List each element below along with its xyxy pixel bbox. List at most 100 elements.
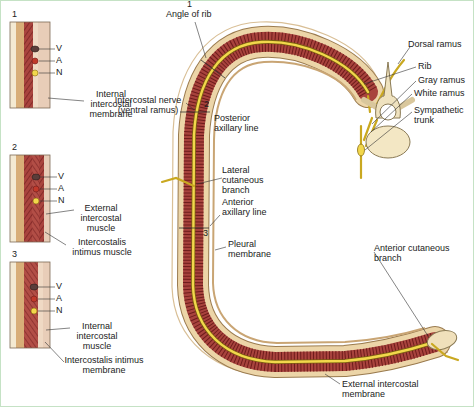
inset-section bbox=[31, 308, 37, 314]
part-label: Rib bbox=[418, 62, 448, 72]
leader-line bbox=[38, 287, 55, 288]
leader-line bbox=[40, 177, 57, 178]
inset-section bbox=[43, 262, 50, 348]
leader-line bbox=[398, 47, 410, 64]
part-label: Posterior axillary line bbox=[214, 114, 274, 134]
leader-line bbox=[365, 112, 412, 150]
part-label: External intercostal muscle bbox=[74, 204, 128, 234]
part-label: Dorsal ramus bbox=[408, 40, 474, 50]
inset-section bbox=[24, 22, 33, 108]
inset-section bbox=[38, 22, 50, 108]
part-label: Anterior cutaneous branch bbox=[374, 244, 466, 264]
nerve-branch bbox=[162, 60, 458, 360]
inset-section bbox=[32, 58, 38, 64]
callout-number: 3 bbox=[203, 229, 215, 239]
callout-number: 3 bbox=[12, 250, 24, 260]
part-label: Angle of rib bbox=[166, 10, 236, 20]
leader-line bbox=[38, 311, 55, 312]
leader-line bbox=[39, 61, 55, 62]
leader-line bbox=[364, 67, 416, 84]
leader-line bbox=[186, 103, 194, 110]
callout-number: 2 bbox=[12, 143, 24, 153]
part-label: Sympathetic trunk bbox=[414, 106, 472, 126]
leader-line bbox=[48, 98, 84, 101]
inset-section bbox=[10, 22, 50, 108]
vessel-letter: N bbox=[56, 306, 66, 316]
leader-line bbox=[371, 94, 412, 132]
part-label: Lateral cutaneous branch bbox=[222, 166, 272, 196]
leader-line bbox=[38, 299, 55, 300]
part-label: Intercostalis intimus muscle bbox=[66, 238, 138, 258]
leader-line bbox=[46, 328, 70, 330]
inset-section bbox=[39, 155, 44, 242]
leader-line bbox=[38, 22, 428, 384]
leader-line bbox=[215, 247, 226, 250]
inset-section bbox=[32, 70, 38, 76]
chest-wall bbox=[193, 42, 435, 362]
callout-number: 2 bbox=[204, 100, 216, 110]
leader-line bbox=[195, 22, 206, 58]
skin-outline bbox=[172, 22, 448, 376]
chest-wall bbox=[193, 42, 435, 362]
leader-line bbox=[45, 232, 66, 245]
vessel-letter: N bbox=[58, 196, 68, 206]
leader-line bbox=[39, 49, 55, 50]
inset-section bbox=[32, 174, 40, 180]
leader-line bbox=[325, 374, 340, 384]
callout-tick bbox=[201, 60, 225, 78]
inset-section bbox=[32, 155, 39, 242]
part-label: Intercostalis intimus membrane bbox=[62, 356, 146, 376]
leader-line bbox=[40, 189, 57, 190]
chest-wall bbox=[193, 42, 435, 362]
chest-wall bbox=[193, 42, 435, 362]
vessel-letter: V bbox=[56, 44, 66, 54]
part-label: Pleural membrane bbox=[228, 240, 282, 260]
vessel-letter: V bbox=[58, 172, 68, 182]
inset-section bbox=[31, 46, 39, 52]
vessel-letter: N bbox=[56, 68, 66, 78]
inset-section bbox=[30, 284, 38, 290]
callout-tick bbox=[180, 112, 210, 113]
inset-section bbox=[44, 155, 50, 242]
inset-section bbox=[33, 186, 39, 192]
part-label: Internal intercostal muscle bbox=[70, 322, 124, 352]
pleura-line bbox=[213, 62, 425, 343]
inset-section bbox=[24, 155, 32, 242]
inset-section bbox=[33, 198, 39, 204]
inset-section bbox=[10, 155, 16, 242]
leader-line bbox=[210, 215, 220, 226]
leader-line bbox=[39, 73, 55, 74]
nerve-branch bbox=[162, 178, 194, 186]
inset-section bbox=[10, 155, 50, 242]
chest-wall bbox=[193, 42, 435, 362]
leader-line bbox=[372, 81, 416, 124]
vessel-letter: A bbox=[56, 294, 66, 304]
part-label: White ramus bbox=[414, 89, 474, 99]
chest-wall bbox=[193, 42, 435, 362]
callout-number: 1 bbox=[187, 0, 199, 10]
inset-section bbox=[31, 296, 37, 302]
nerve-branch bbox=[432, 344, 458, 360]
part-label: Anterior axillary line bbox=[222, 198, 280, 218]
inset-section bbox=[10, 262, 16, 348]
inset-section bbox=[16, 262, 24, 348]
part-label: External intercostal membrane bbox=[342, 380, 434, 400]
inset-section bbox=[16, 155, 24, 242]
chest-wall bbox=[193, 42, 435, 362]
inset-section bbox=[10, 262, 50, 348]
callout-tick bbox=[179, 60, 225, 228]
vessel-letter: A bbox=[56, 56, 66, 66]
inset-section bbox=[38, 262, 43, 348]
inset-section bbox=[10, 155, 50, 242]
leader-line bbox=[40, 201, 57, 202]
leader-line bbox=[374, 252, 428, 336]
sternum bbox=[425, 327, 459, 352]
inset-section bbox=[33, 22, 38, 108]
vessel-letter: V bbox=[56, 282, 66, 292]
inset-section bbox=[10, 22, 50, 108]
leader-line bbox=[45, 342, 64, 362]
vessel-letter: A bbox=[58, 184, 68, 194]
callout-number: 1 bbox=[12, 10, 24, 20]
inset-section bbox=[24, 262, 38, 348]
